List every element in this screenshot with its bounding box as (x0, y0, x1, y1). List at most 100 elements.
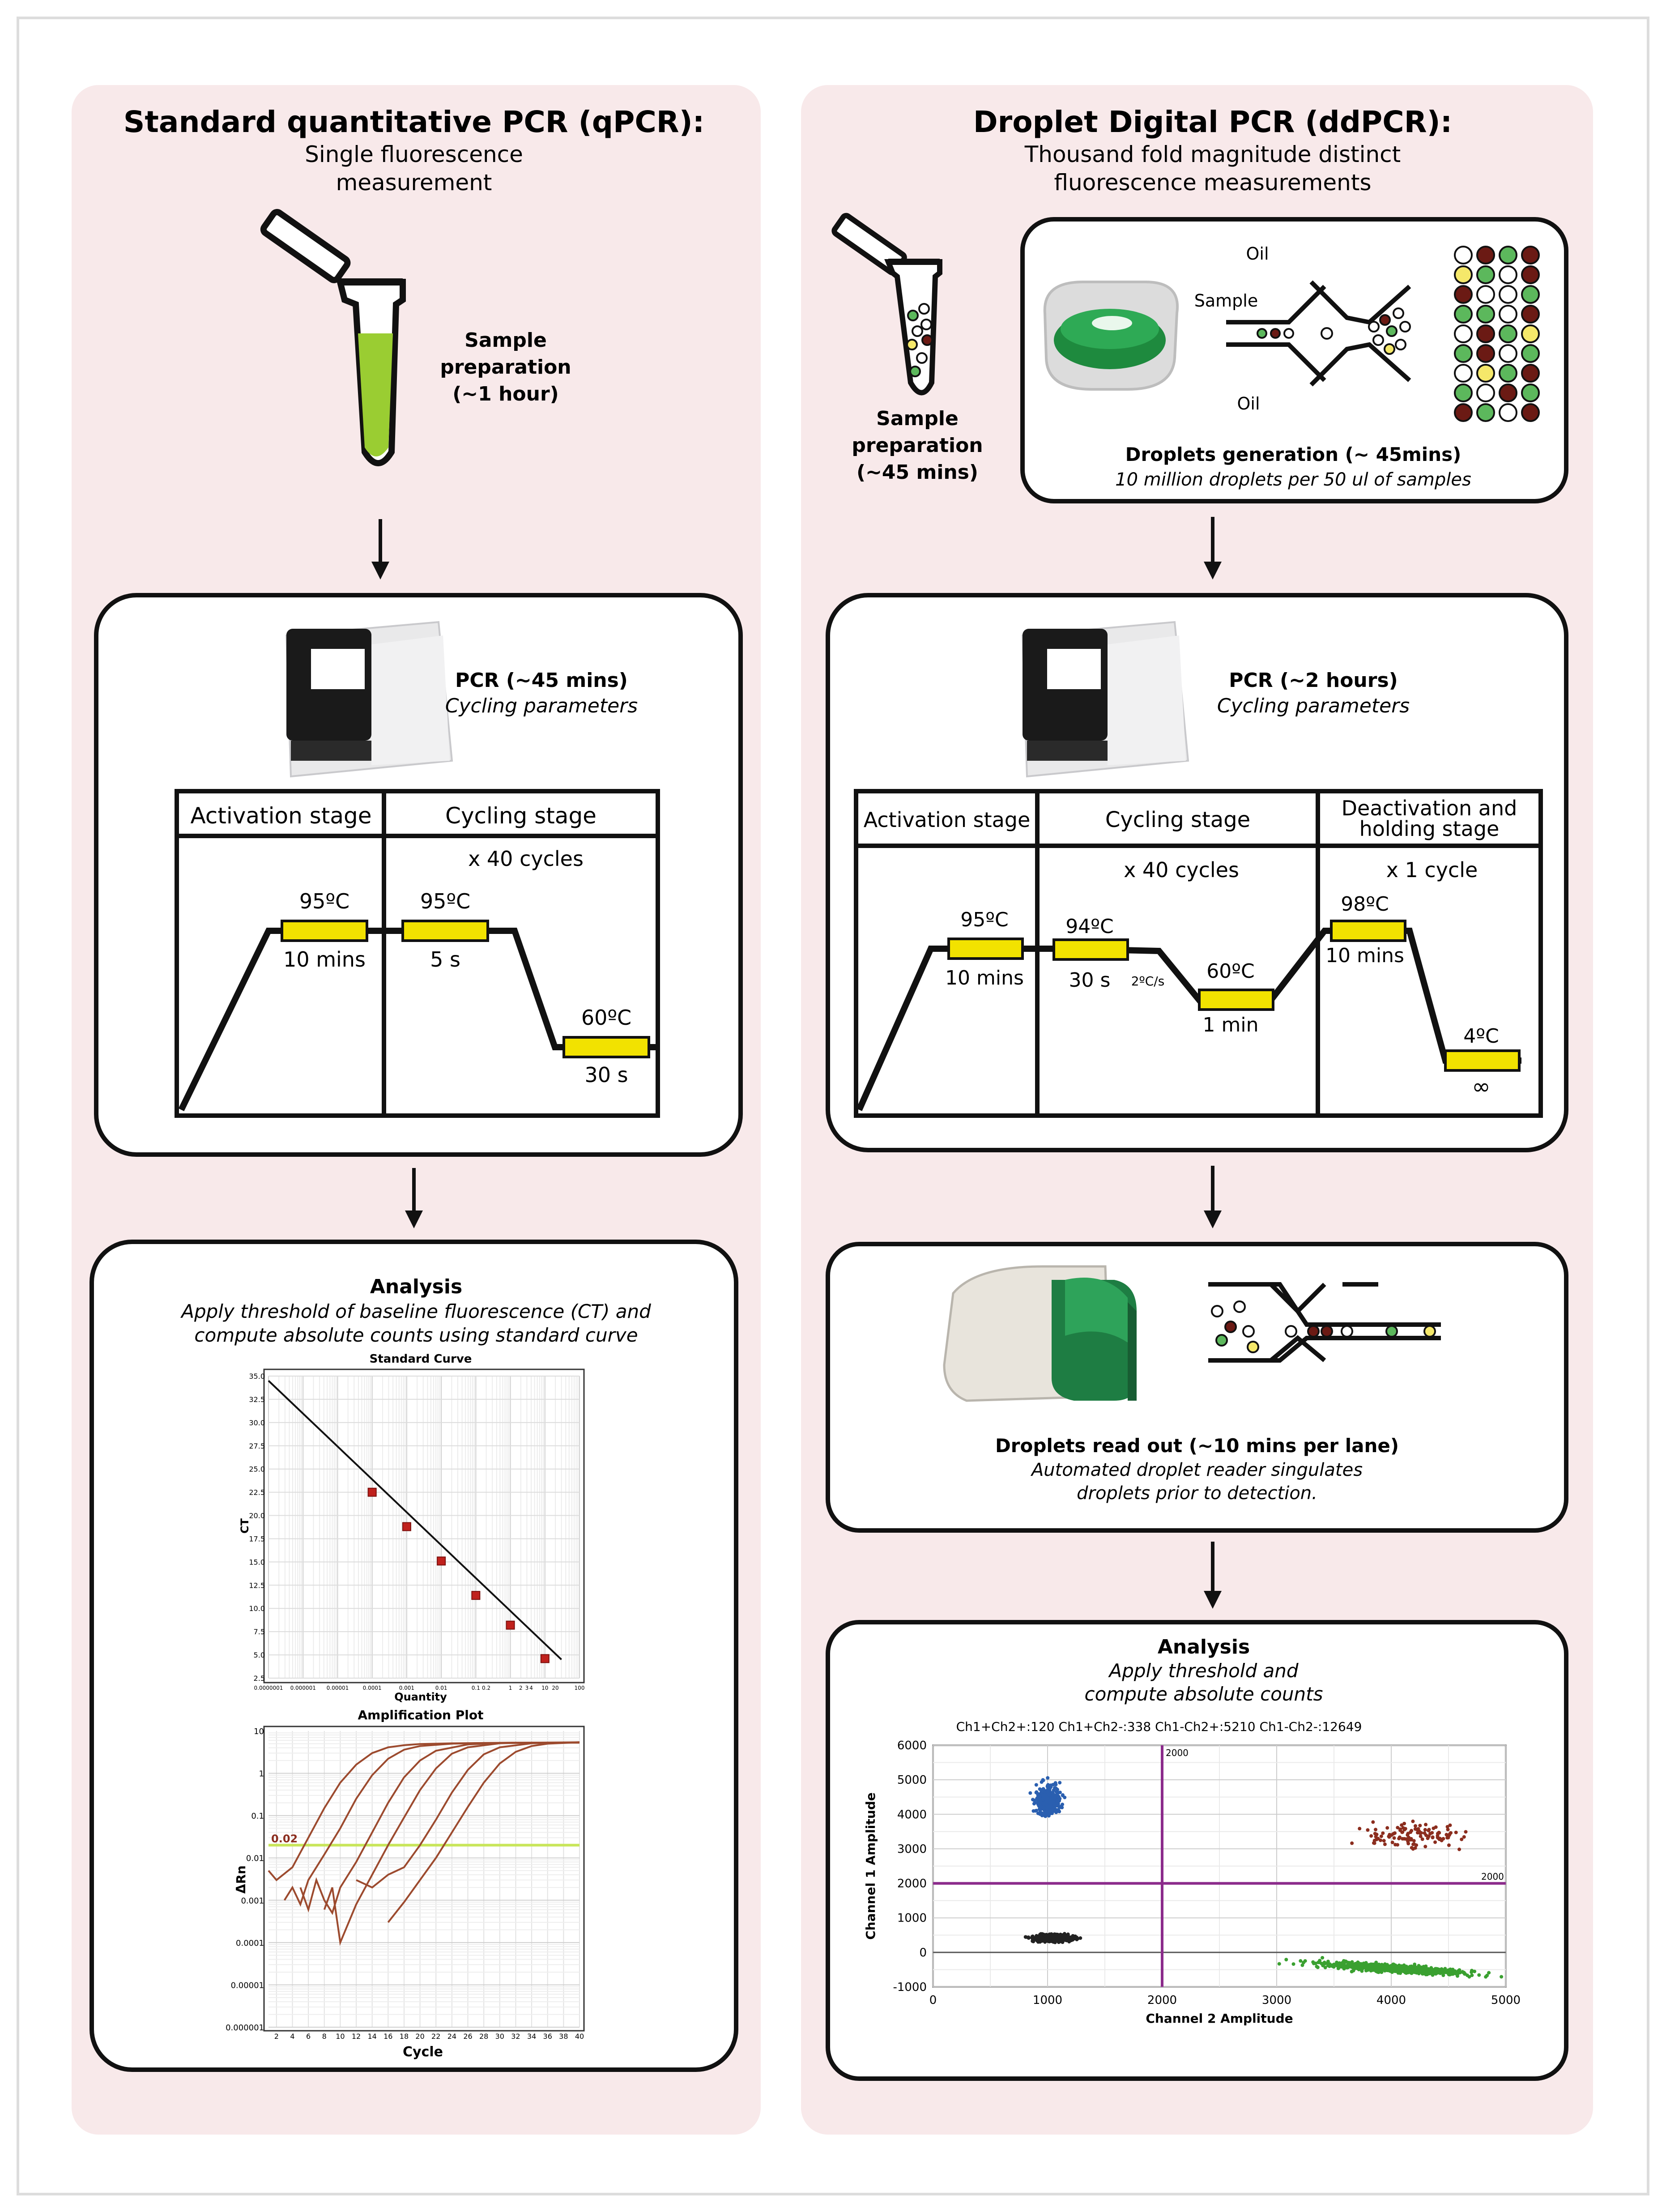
droplet-point (1046, 1936, 1050, 1940)
droplet-point (1046, 1776, 1050, 1780)
left-t1: 95ºC (299, 889, 349, 913)
x-tick-label: 4 (529, 1685, 533, 1691)
standard-curve-point (506, 1620, 515, 1630)
y-tick-label: 0.0001 (236, 1939, 264, 1948)
droplet-point (1392, 1836, 1396, 1840)
droplet-point (1055, 1936, 1059, 1940)
amplification-curve (323, 1741, 580, 1946)
droplet-point (1445, 1836, 1449, 1840)
droplet-point (1382, 1966, 1386, 1970)
x-tick-label: 26 (463, 2032, 472, 2041)
droplet-point (1041, 1778, 1045, 1782)
droplet-point (1387, 1967, 1391, 1971)
droplet (1499, 403, 1517, 422)
x-tick-label: 10 (541, 1685, 548, 1691)
x-tick-label: 0.0001 (363, 1685, 382, 1691)
y-tick-label: 10.0 (249, 1604, 265, 1613)
droplet-point (1326, 1964, 1330, 1968)
standard-curve-point (402, 1522, 411, 1531)
droplet-point (1484, 1975, 1488, 1979)
readout-sub-1: Automated droplet reader singulates (1030, 1460, 1363, 1480)
droplet-point (1421, 1967, 1425, 1971)
y-tick-label: 0.00001 (231, 1981, 264, 1990)
droplet-point (1432, 1826, 1436, 1830)
droplet (1521, 384, 1540, 402)
droplet-point (1382, 1839, 1386, 1843)
y-tick-label: 2000 (897, 1877, 927, 1891)
droplet-point (1277, 1962, 1281, 1966)
droplet-point (1477, 1973, 1481, 1977)
droplet-point (1423, 1845, 1427, 1849)
x-tick-label: 32 (511, 2032, 520, 2041)
droplet-point (1048, 1932, 1052, 1936)
left-pcr-title: PCR (~45 mins) (455, 669, 628, 692)
y-tick-label: 0.1 (251, 1811, 264, 1821)
droplet-point (1441, 1973, 1445, 1978)
droplet-point (1391, 1962, 1395, 1966)
droplet-point (1376, 1967, 1380, 1971)
x-tick-label: 0.000001 (290, 1685, 316, 1691)
droplet-point (1402, 1964, 1406, 1968)
droplet-point (1414, 1824, 1418, 1828)
left-title: Standard quantitative PCR (qPCR): (124, 105, 704, 139)
droplet-point (1411, 1968, 1415, 1972)
droplet (1454, 344, 1473, 363)
droplet-point (1048, 1786, 1052, 1790)
standard-curve-point (437, 1556, 446, 1566)
droplet-point (1050, 1792, 1054, 1796)
right-cycling-table: Activation stage Cycling stage Deactivat… (854, 789, 1543, 1118)
droplet-point (1447, 1973, 1451, 1977)
x-tick-label: 1000 (1033, 1994, 1062, 2007)
droplet-point (1368, 1967, 1372, 1971)
droplet-point (1357, 1963, 1361, 1967)
amplification-curve (299, 1742, 579, 1915)
droplet-point (1383, 1842, 1387, 1846)
droplet-point (1284, 1957, 1288, 1961)
readout-title: Droplets read out (~10 mins per lane) (995, 1435, 1399, 1457)
droplet (1499, 384, 1517, 402)
droplet (1521, 344, 1540, 363)
standard-curve-point (540, 1654, 550, 1663)
x-tick-label: 14 (367, 2032, 376, 2041)
droplet-point (1432, 1970, 1436, 1974)
droplet (1521, 403, 1540, 422)
droplet (1476, 384, 1495, 402)
droplet-point (1415, 1970, 1419, 1974)
droplet-point (1051, 1783, 1055, 1787)
droplet-point (1042, 1788, 1046, 1792)
sample-inlet-label: Sample (1194, 291, 1258, 311)
droplet-point (1420, 1837, 1424, 1841)
left-analysis-sub-1: Apply threshold of baseline fluorescence… (180, 1300, 651, 1322)
droplet (1454, 384, 1473, 402)
right-cycles2-label: x 1 cycle (1386, 858, 1478, 882)
left-cycling-table: Activation stage Cycling stage x 40 cycl… (175, 789, 660, 1118)
x-tick-label: 36 (543, 2032, 552, 2041)
left-subtitle-1: Single fluorescence (305, 141, 523, 167)
droplet-point (1303, 1959, 1307, 1963)
droplet-point (1031, 1798, 1035, 1802)
x-tick-label: 40 (575, 2032, 584, 2041)
right-t5: 4ºC (1463, 1025, 1499, 1048)
droplet-point (1047, 1792, 1051, 1796)
left-temperature-profile (178, 928, 658, 1112)
right-t2: 94ºC (1065, 915, 1113, 938)
right-stage-activation: Activation stage (864, 808, 1031, 832)
oil-top-label: Oil (1246, 244, 1269, 264)
right-t5-time: ∞ (1472, 1074, 1491, 1100)
droplet-point (1372, 1838, 1376, 1842)
amplification-plot-ylabel: ΔRn (234, 1865, 248, 1893)
droplet-point (1040, 1790, 1044, 1794)
droplet-point (1371, 1820, 1375, 1824)
droplet (1499, 305, 1517, 324)
x-tick-label: 0.00001 (327, 1685, 349, 1691)
droplet (1499, 285, 1517, 304)
y-tick-label: 3000 (897, 1842, 927, 1856)
droplet-point (1047, 1814, 1051, 1818)
droplet-point (1397, 1837, 1401, 1841)
x-tick-label: 6 (306, 2032, 311, 2041)
right-t3: 60ºC (1206, 960, 1254, 983)
droplet (1521, 285, 1540, 304)
droplet-point (1423, 1828, 1427, 1832)
x-tick-label: 0 (929, 1994, 937, 2007)
